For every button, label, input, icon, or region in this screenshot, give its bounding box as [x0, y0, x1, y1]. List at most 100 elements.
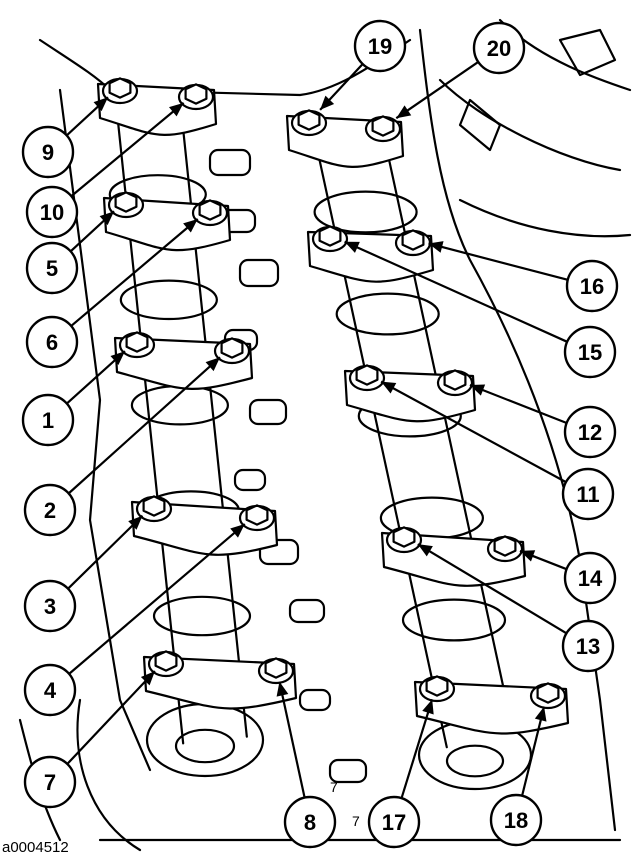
callout-number: 13 — [576, 634, 600, 659]
hex-bolt-icon — [101, 77, 139, 105]
leader-arrow-6 — [183, 218, 198, 233]
leader-arrow-13 — [417, 544, 433, 557]
callout-circle — [561, 619, 615, 673]
callout-number: 6 — [46, 330, 58, 355]
head-opening-0 — [208, 148, 252, 177]
leader-arrow-12 — [469, 384, 486, 396]
bolt-head — [493, 535, 517, 557]
callout-15: 15 — [563, 325, 617, 379]
hex-bolt-icon — [213, 337, 251, 365]
hex-bolt-icon — [147, 650, 185, 678]
head-outline-7 — [458, 198, 632, 238]
leader-arrow-18 — [534, 706, 547, 722]
callout-circle — [561, 467, 615, 521]
leader-arrow-7 — [140, 671, 155, 686]
hex-bolt-icon — [238, 504, 276, 532]
callout-circle — [23, 579, 77, 633]
callout-circle — [563, 325, 617, 379]
leader-line-11 — [380, 380, 567, 484]
hex-bolt-icon — [529, 682, 567, 710]
hex-bolt-icon — [385, 526, 423, 554]
hex-bolt-icon — [107, 191, 145, 219]
head-opening-7 — [288, 598, 326, 624]
callout-circle — [563, 405, 617, 459]
leader-arrow-3 — [128, 515, 143, 530]
callout-number: 8 — [304, 810, 316, 835]
bolt-head — [125, 331, 149, 353]
head-opening-4 — [248, 398, 288, 426]
hex-bolt-icon — [348, 364, 386, 392]
head-outline-1 — [58, 88, 152, 772]
leader-line-16 — [428, 242, 569, 281]
bolt-head — [425, 675, 449, 697]
callout-number: 4 — [44, 678, 57, 703]
right-camshaft-lobe — [401, 598, 507, 642]
callout-5: 5 — [25, 241, 79, 295]
bolt-head — [108, 77, 132, 99]
leader-line-6 — [70, 218, 199, 327]
head-opening-5 — [233, 468, 267, 492]
hex-bolt-icon — [418, 675, 456, 703]
leader-line-7 — [66, 670, 156, 765]
leader-line-13 — [417, 543, 568, 635]
callout-circle — [565, 259, 619, 313]
callout-number: 14 — [578, 566, 603, 591]
leader-arrow-5 — [99, 211, 115, 226]
left-camshaft-lobe — [130, 384, 229, 426]
head-outline-6 — [438, 78, 622, 172]
bolt-head — [142, 495, 166, 517]
leader-arrow-4 — [230, 524, 245, 538]
callout-circle — [23, 483, 77, 537]
leader-line-20 — [395, 61, 479, 120]
leader-arrow-11 — [381, 381, 397, 394]
bolt-head — [114, 191, 138, 213]
callout-number: 11 — [576, 482, 599, 507]
left-camshaft-lobe — [152, 595, 252, 637]
callout-4: 4 — [23, 663, 77, 717]
head-outline-3 — [76, 698, 142, 852]
stray-marks: 77 — [330, 779, 360, 829]
bolt-head — [264, 657, 288, 679]
hex-bolt-icon — [311, 225, 349, 253]
callout-6: 6 — [25, 315, 79, 369]
callout-number: 19 — [368, 34, 392, 59]
callout-circle — [23, 663, 77, 717]
bolt-head — [401, 229, 425, 251]
hex-bolt-icon — [257, 657, 295, 685]
bolt-head — [154, 650, 178, 672]
hex-bolt-icon — [191, 199, 229, 227]
leader-arrow-17 — [422, 699, 434, 715]
callout-circle — [367, 795, 421, 849]
bolt-head — [443, 369, 467, 391]
callout-9: 9 — [21, 125, 75, 179]
hex-bolt-icon — [364, 115, 402, 143]
leader-arrow-19 — [320, 95, 335, 110]
head-opening-6 — [258, 538, 300, 566]
callout-circle — [25, 315, 79, 369]
bolt-head — [371, 115, 395, 137]
callout-number: 20 — [487, 36, 511, 61]
callout-number: 17 — [382, 810, 406, 835]
callout-circle — [563, 551, 617, 605]
bolt-head — [220, 337, 244, 359]
right-camshaft-shaft — [315, 131, 515, 749]
callout-circle — [283, 795, 337, 849]
callout-circle — [21, 125, 75, 179]
callout-circle — [23, 755, 77, 809]
leader-line-18 — [521, 706, 546, 797]
callout-number: 18 — [504, 808, 528, 833]
callout-circle — [25, 241, 79, 295]
callout-number: 12 — [578, 420, 602, 445]
cam-end-face-0 — [145, 702, 265, 778]
cam-end-bore-0 — [174, 728, 236, 764]
leader-line-10 — [70, 102, 185, 198]
callout-number: 7 — [44, 770, 56, 795]
callout-13: 13 — [561, 619, 615, 673]
callout-1: 1 — [21, 393, 75, 447]
leader-line-12 — [469, 384, 568, 425]
hex-bolt-icon — [394, 229, 432, 257]
leader-arrow-20 — [396, 105, 412, 119]
leader-lines — [65, 61, 569, 799]
callout-10: 10 — [25, 185, 79, 239]
